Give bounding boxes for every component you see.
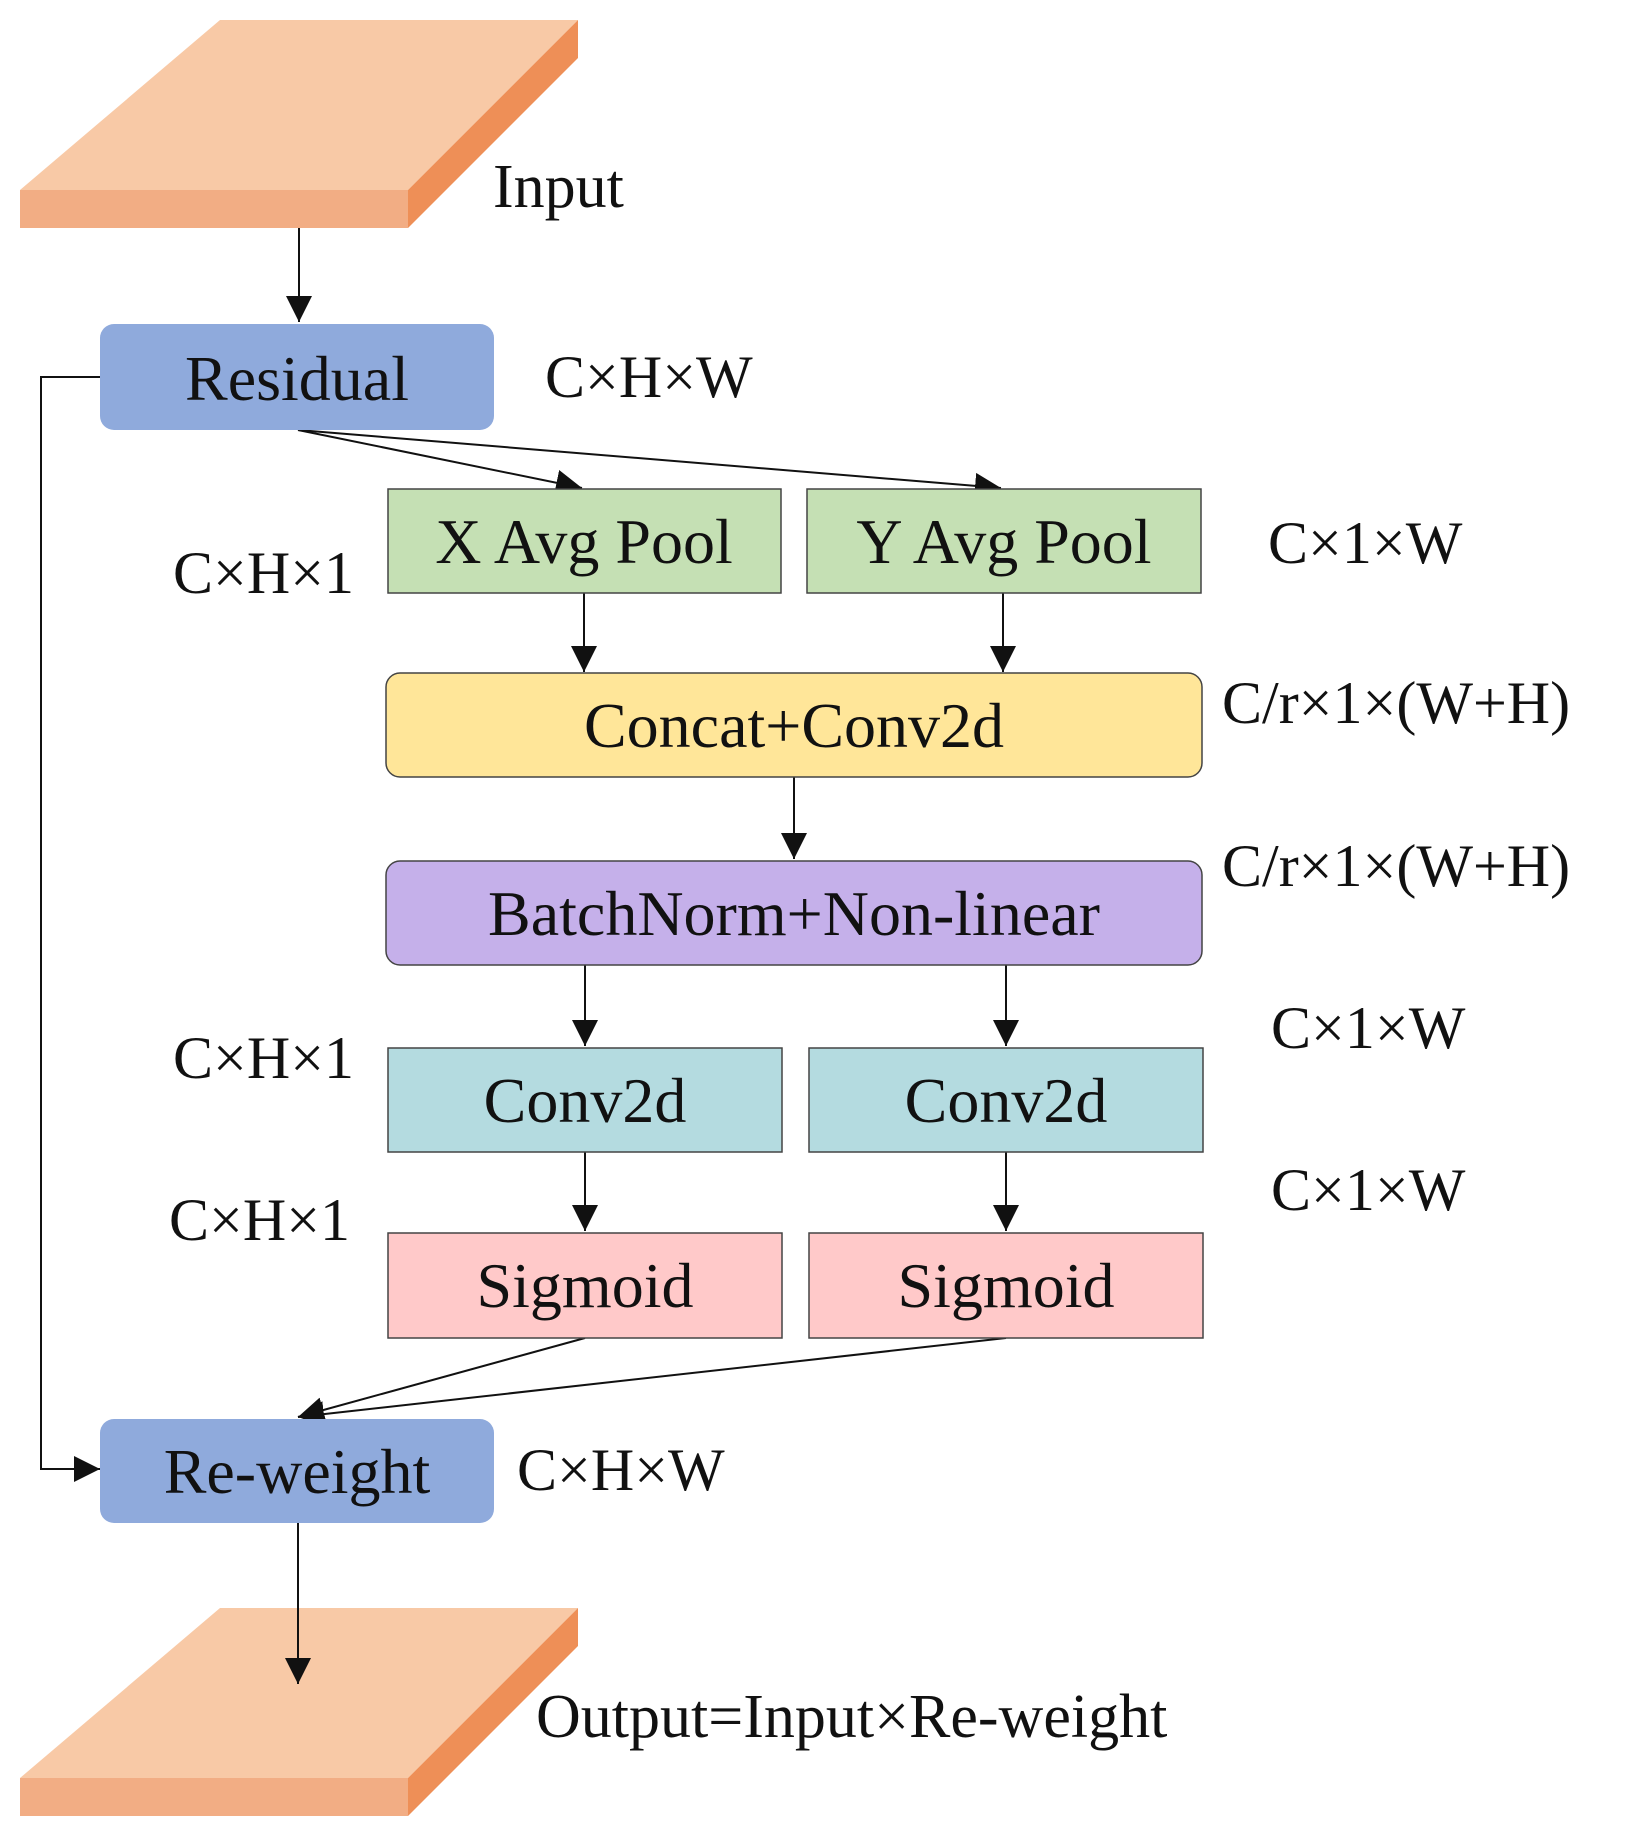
- connectors: [40, 228, 1019, 1684]
- output-label: Output=Input×Re-weight: [536, 1683, 1167, 1751]
- conv-right-dim-label: C×1×W: [1271, 995, 1466, 1061]
- conv2d-left-box: [387, 1047, 783, 1153]
- reweight-label: Re-weight: [164, 1436, 431, 1507]
- skip-connection-line: [40, 376, 100, 1482]
- concat-conv2d-box: [385, 672, 1203, 778]
- sigmoid-left-dim-label: C×H×1: [169, 1187, 350, 1253]
- conv2d-right-label: Conv2d: [905, 1065, 1108, 1136]
- sigmoid-left-box: [387, 1232, 783, 1339]
- conv2d-right-box: [808, 1047, 1204, 1153]
- concat-conv2d-label: Concat+Conv2d: [584, 690, 1004, 761]
- input-tensor-icon: [20, 20, 578, 228]
- residual-box: [100, 324, 494, 430]
- reweight-dim-label: C×H×W: [517, 1437, 725, 1503]
- y-avg-pool-box: [806, 488, 1202, 594]
- residual-label: Residual: [185, 343, 409, 414]
- arrow-sigmoid-left-to-reweight: [297, 1337, 586, 1423]
- output-tensor-front: [20, 1778, 408, 1816]
- output-tensor-icon: [20, 1608, 578, 1816]
- arrow-residual-to-ypool: [297, 429, 1002, 499]
- concat-conv2d-node: Concat+Conv2d: [385, 672, 1203, 778]
- x-avg-pool-label: X Avg Pool: [435, 506, 733, 577]
- input-tensor-side: [408, 20, 578, 228]
- residual-node: Residual: [100, 324, 494, 430]
- conv2d-left-node: Conv2d: [387, 1047, 783, 1153]
- sigmoid-right-label: Sigmoid: [898, 1250, 1115, 1321]
- conv2d-left-label: Conv2d: [484, 1065, 687, 1136]
- conv-left-dim-label: C×H×1: [173, 1025, 354, 1091]
- batchnorm-node: BatchNorm+Non-linear: [385, 860, 1203, 966]
- x-pool-dim-label: C×H×1: [173, 540, 354, 606]
- arrow-sigmoid-right-to-reweight: [297, 1337, 1007, 1428]
- input-tensor-front: [20, 190, 408, 228]
- sigmoid-right-dim-label: C×1×W: [1271, 1157, 1466, 1223]
- sigmoid-right-box: [808, 1232, 1204, 1339]
- batchnorm-box: [385, 860, 1203, 966]
- arrow-residual-to-xpool: [297, 429, 583, 496]
- sigmoid-left-node: Sigmoid: [387, 1232, 783, 1339]
- residual-dim-label: C×H×W: [545, 344, 753, 410]
- sigmoid-right-node: Sigmoid: [808, 1232, 1204, 1339]
- reweight-node: Re-weight: [100, 1419, 494, 1523]
- batchnorm-dim-label: C/r×1×(W+H): [1222, 833, 1570, 899]
- sigmoid-left-label: Sigmoid: [477, 1250, 694, 1321]
- y-avg-pool-node: Y Avg Pool: [806, 488, 1202, 594]
- x-avg-pool-box: [387, 488, 782, 594]
- batchnorm-label: BatchNorm+Non-linear: [488, 878, 1100, 949]
- concat-dim-label: C/r×1×(W+H): [1222, 670, 1570, 736]
- input-label: Input: [493, 153, 624, 221]
- reweight-box: [100, 1419, 494, 1523]
- output-tensor-side: [408, 1608, 578, 1816]
- y-avg-pool-label: Y Avg Pool: [856, 506, 1151, 577]
- x-avg-pool-node: X Avg Pool: [387, 488, 782, 594]
- y-pool-dim-label: C×1×W: [1268, 510, 1463, 576]
- conv2d-right-node: Conv2d: [808, 1047, 1204, 1153]
- output-tensor-top: [20, 1608, 578, 1778]
- input-tensor-top: [20, 20, 578, 190]
